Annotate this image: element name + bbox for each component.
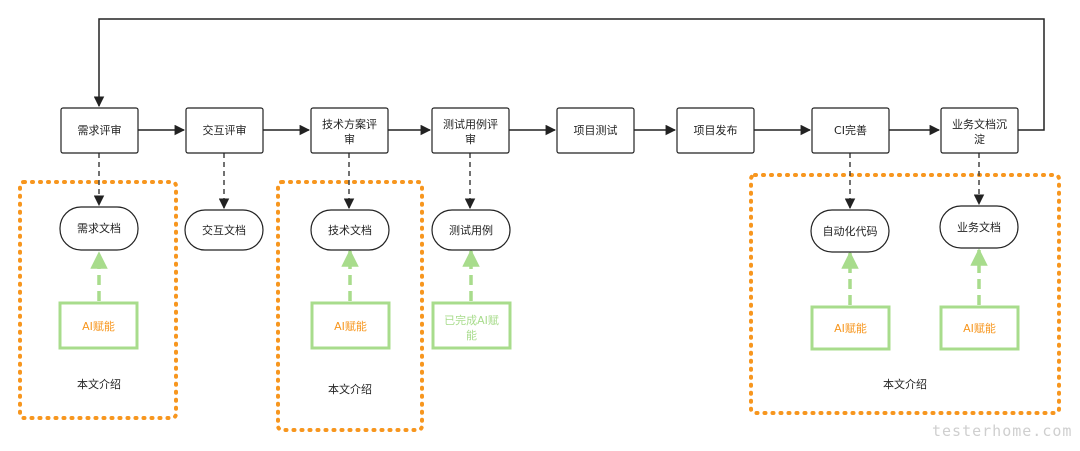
group-borders (18, 173, 1061, 432)
process-step: 项目测试 (556, 107, 635, 154)
process-step: 测试用例评 审 (431, 107, 510, 154)
process-step-label: 需求评审 (78, 123, 122, 137)
ai-box: AI赋能 (58, 301, 139, 350)
process-step-label: 项目测试 (574, 124, 618, 137)
group-label: 本文介绍 (77, 377, 121, 391)
ai-box-label: AI赋能 (82, 319, 115, 333)
artifact-label: 需求文档 (77, 221, 121, 235)
group-border-left (18, 180, 178, 420)
ai-box: AI赋能 (939, 305, 1020, 351)
ai-box-label: AI赋能 (834, 321, 867, 335)
process-step: 交互评审 (185, 107, 264, 154)
artifact-label: 业务文档 (957, 220, 1001, 234)
process-step: 技术方案评 审 (310, 107, 389, 154)
process-step-label: 技术方案评 (322, 117, 377, 131)
process-step: 需求评审 (60, 107, 139, 154)
process-step-label: 淀 (974, 132, 985, 146)
process-step-label: 审 (344, 132, 355, 146)
ai-box-label: AI赋能 (963, 321, 996, 335)
artifact-node: 业务文档 (939, 205, 1019, 249)
watermark: testerhome.com (932, 422, 1072, 440)
artifact-label: 自动化代码 (823, 224, 878, 238)
process-steps: 需求评审 交互评审 技术方案评 审 测试用例评 审 项目测试 项目发布 CI完善 (60, 107, 1019, 154)
process-step: 业务文档沉 淀 (940, 107, 1019, 154)
process-step: CI完善 (811, 107, 890, 154)
artifact-label: 测试用例 (449, 223, 493, 237)
artifact-label: 技术文档 (328, 223, 372, 237)
artifact-node: 需求文档 (59, 206, 139, 251)
group-label: 本文介绍 (883, 377, 927, 391)
group-border-right (749, 173, 1061, 415)
artifacts: 需求文档 交互文档 技术文档 测试用例 自动化代码 业务文档 (59, 205, 1019, 253)
process-step-label: 测试用例评 (443, 117, 498, 131)
artifact-node: 测试用例 (431, 209, 511, 251)
ai-box-label: 能 (466, 328, 477, 342)
ai-box: AI赋能 (310, 301, 391, 350)
feedback-loop-arrow (93, 18, 1045, 131)
process-step-label: 业务文档沉 (952, 117, 1007, 131)
artifact-node: 技术文档 (310, 209, 390, 251)
ai-boxes: AI赋能 AI赋能 已完成AI赋 能 AI赋能 AI赋能 (58, 301, 1020, 351)
ai-connectors (90, 248, 988, 305)
ai-box: 已完成AI赋 能 (431, 301, 512, 350)
artifact-label: 交互文档 (202, 223, 246, 237)
group-border-middle (276, 180, 424, 432)
group-label: 本文介绍 (328, 382, 372, 396)
group-labels: 本文介绍 本文介绍 本文介绍 (77, 377, 927, 396)
artifact-node: 自动化代码 (810, 209, 890, 253)
process-step-label: 审 (465, 132, 476, 146)
process-step: 项目发布 (676, 107, 755, 154)
process-step-label: CI完善 (834, 123, 867, 137)
artifact-connectors (93, 153, 985, 210)
process-step-label: 项目发布 (694, 123, 738, 137)
ai-box-label: 已完成AI赋 (444, 313, 499, 327)
ai-box-label: AI赋能 (334, 319, 367, 333)
ai-box: AI赋能 (810, 305, 891, 351)
process-step-label: 交互评审 (203, 123, 247, 137)
artifact-node: 交互文档 (184, 209, 264, 251)
